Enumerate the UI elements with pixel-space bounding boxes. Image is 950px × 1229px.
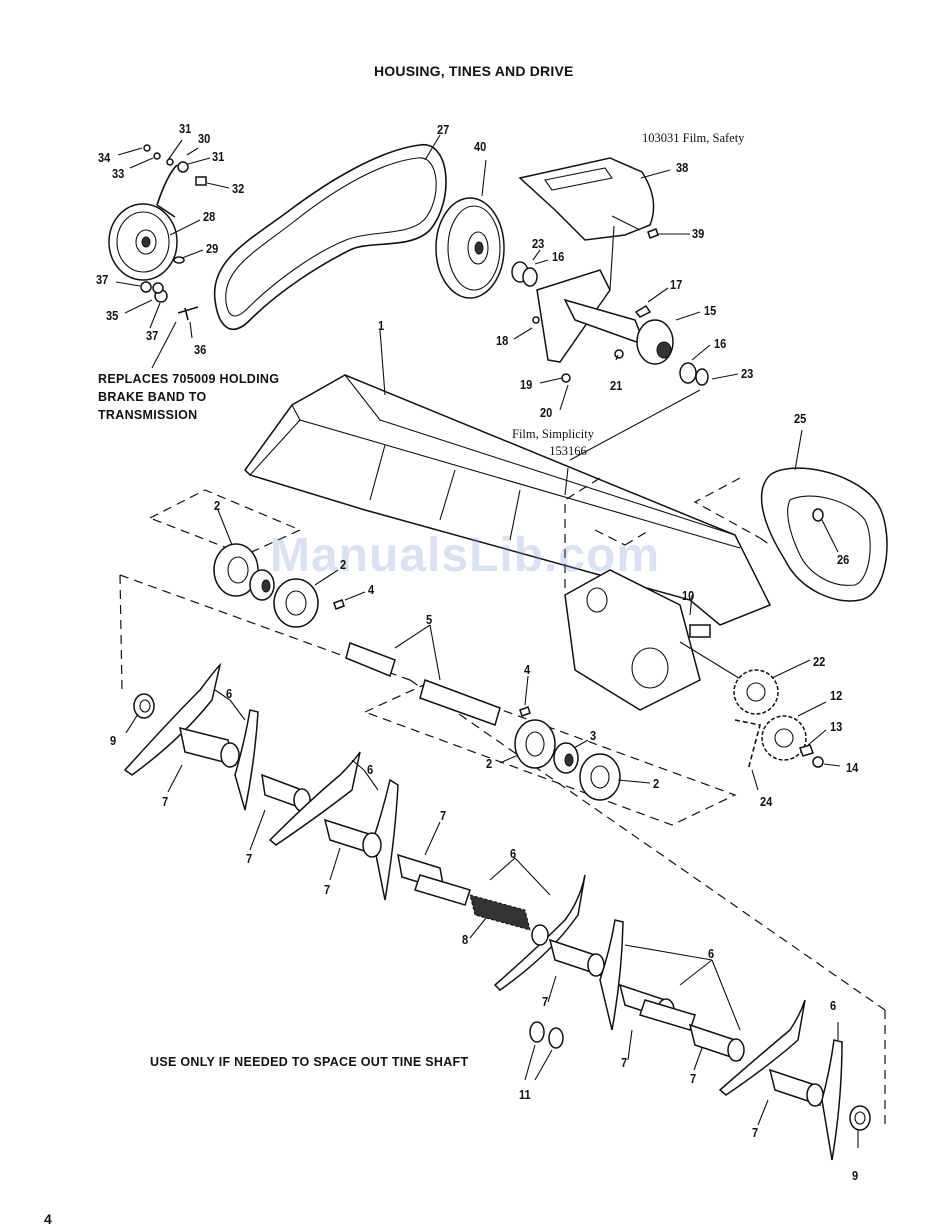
callout-36: 36 [194, 342, 207, 357]
chain-cover-25-drawing [760, 429, 888, 602]
callout-40: 40 [474, 139, 487, 154]
callout-20: 20 [540, 405, 553, 420]
callout-17: 17 [670, 277, 683, 292]
callout-7: 7 [440, 808, 447, 823]
film-simplicity-label: Film, Simplicity 153166 [512, 426, 594, 460]
callout-37: 37 [146, 328, 159, 343]
callout-4: 4 [524, 662, 531, 677]
watermark: ManualsLib.com [270, 529, 661, 582]
callout-37: 37 [96, 272, 109, 287]
shaft-5-drawing [345, 624, 501, 726]
callout-23: 23 [741, 366, 754, 381]
page-title: HOUSING, TINES AND DRIVE [374, 63, 574, 79]
callout-22: 22 [813, 654, 826, 669]
callout-19: 19 [520, 377, 533, 392]
callout-8: 8 [462, 932, 469, 947]
callout-26: 26 [837, 552, 850, 567]
callout-2: 2 [214, 498, 221, 513]
callout-9: 9 [110, 733, 117, 748]
callout-7: 7 [162, 794, 169, 809]
callout-33: 33 [112, 166, 125, 181]
callout-27: 27 [437, 122, 450, 137]
bracket-shaft-drawing [511, 249, 739, 411]
side-plate-drawing [564, 569, 743, 711]
use-only-note: USE ONLY IF NEEDED TO SPACE OUT TINE SHA… [150, 1055, 469, 1069]
callout-25: 25 [794, 411, 807, 426]
callout-31: 31 [212, 149, 225, 164]
replaces-note: REPLACES 705009 HOLDING BRAKE BAND TO TR… [98, 370, 279, 424]
page-number: 4 [44, 1211, 52, 1227]
callout-1: 1 [378, 318, 385, 333]
tine-assembly-drawing [123, 594, 871, 1161]
callout-28: 28 [203, 209, 216, 224]
callout-15: 15 [704, 303, 717, 318]
callout-21: 21 [610, 378, 623, 393]
callout-7: 7 [324, 882, 331, 897]
pulley-28-drawing [108, 139, 230, 369]
callout-4: 4 [368, 582, 375, 597]
film-simplicity-line1: Film, Simplicity [512, 427, 594, 441]
callout-6: 6 [708, 946, 715, 961]
callout-7: 7 [621, 1055, 628, 1070]
callout-38: 38 [676, 160, 689, 175]
belt-27-drawing [213, 134, 447, 331]
callout-16: 16 [714, 336, 727, 351]
assembly-outlines [119, 477, 886, 1125]
callout-6: 6 [226, 686, 233, 701]
callout-3: 3 [590, 728, 597, 743]
callout-11: 11 [519, 1087, 531, 1102]
callout-18: 18 [496, 333, 509, 348]
film-safety-label: 103031 Film, Safety [642, 131, 745, 145]
flange-bearing-right-drawing [499, 675, 651, 801]
callout-7: 7 [752, 1125, 759, 1140]
callout-6: 6 [367, 762, 374, 777]
callout-23: 23 [532, 236, 545, 251]
callout-35: 35 [106, 308, 119, 323]
callout-7: 7 [690, 1071, 697, 1086]
callout-7: 7 [542, 994, 549, 1009]
pulley-40-drawing [435, 159, 505, 299]
callout-5: 5 [426, 612, 433, 627]
callout-9: 9 [852, 1168, 859, 1183]
callout-34: 34 [98, 150, 111, 165]
callout-7: 7 [246, 851, 253, 866]
callout-30: 30 [198, 131, 211, 146]
callout-32: 32 [232, 181, 245, 196]
callout-13: 13 [830, 719, 843, 734]
replaces-note-line3: TRANSMISSION [98, 408, 198, 422]
flange-bearing-left-drawing [213, 509, 366, 628]
callout-14: 14 [846, 760, 859, 775]
callout-29: 29 [206, 241, 219, 256]
callout-24: 24 [760, 794, 773, 809]
callout-2: 2 [486, 756, 493, 771]
shield-38-drawing [518, 157, 690, 291]
replaces-note-line2: BRAKE BAND TO [98, 390, 207, 404]
housing-1-drawing [244, 329, 772, 626]
sprockets-chain-drawing [733, 659, 841, 791]
film-simplicity-line2: 153166 [549, 444, 587, 458]
callout-6: 6 [510, 846, 517, 861]
callout-2: 2 [653, 776, 660, 791]
callout-12: 12 [830, 688, 843, 703]
callout-2: 2 [340, 557, 347, 572]
replaces-note-line1: REPLACES 705009 HOLDING [98, 372, 280, 386]
callout-10: 10 [682, 588, 695, 603]
callout-39: 39 [692, 226, 705, 241]
callout-6: 6 [830, 998, 837, 1013]
callout-16: 16 [552, 249, 565, 264]
callout-31: 31 [179, 121, 192, 136]
